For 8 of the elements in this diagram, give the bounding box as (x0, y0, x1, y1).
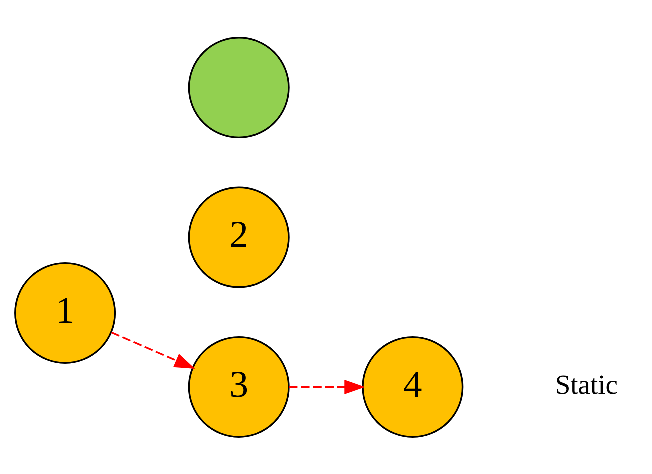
arrow (111, 331, 196, 368)
node-circle: 3 (188, 336, 290, 438)
node-circle (188, 36, 290, 138)
arrow (289, 379, 366, 394)
node-circle: 2 (188, 186, 290, 288)
label: Static (555, 368, 618, 400)
node-circle: 4 (362, 336, 464, 438)
node-circle: 1 (14, 262, 116, 364)
